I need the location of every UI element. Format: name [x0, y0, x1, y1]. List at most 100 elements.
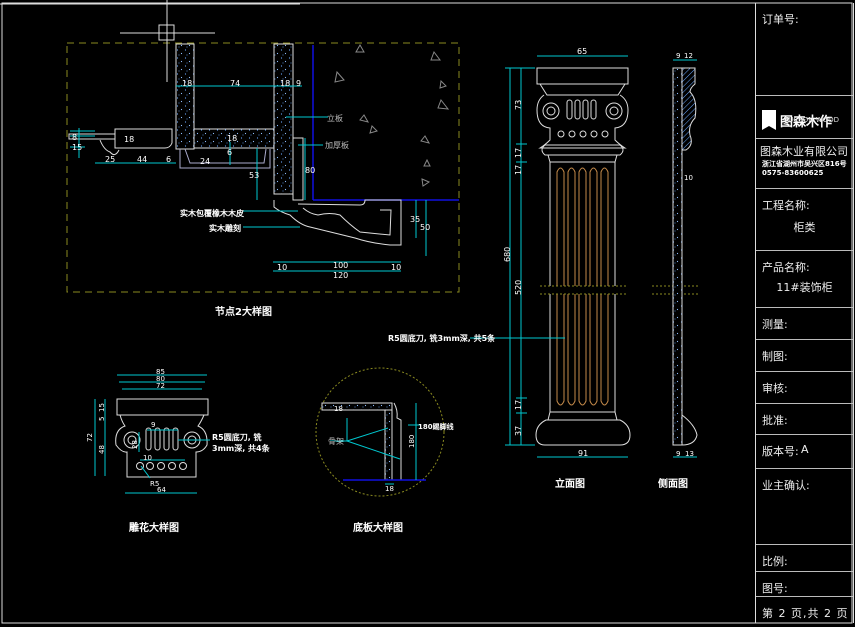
review-cell: 审核:: [756, 372, 853, 404]
dim-text: 15: [72, 143, 82, 152]
project-label: 工程名称:: [762, 199, 810, 212]
dim-text: 35: [410, 215, 420, 224]
dim-text: 10: [684, 174, 693, 182]
version-cell: 版本号: A: [756, 435, 853, 469]
base-detail-title: 底板大样图: [353, 521, 403, 534]
carving-detail-title: 雕花大样图: [129, 521, 179, 534]
dim-text: 520: [514, 280, 523, 295]
label-vertical-board: 立板: [327, 113, 343, 123]
drafter-label: 制图:: [762, 350, 788, 363]
dim-text: 28: [131, 440, 139, 449]
base-top-board: [321, 402, 393, 411]
flute-groove: [567, 167, 576, 406]
dim-text: 80: [305, 166, 315, 175]
dim-text: 8: [72, 133, 77, 142]
side-panel-left: [175, 43, 195, 150]
elevation-dimension-texts: 65 73 17 17 680 520 17 37 91: [503, 47, 588, 458]
review-label: 审核:: [762, 382, 788, 395]
dim-text: 44: [137, 155, 147, 164]
flute-groove: [600, 167, 609, 406]
dim-text: 100: [333, 261, 348, 270]
flute-groove: [578, 167, 587, 406]
dim-text: 6: [166, 155, 171, 164]
side-view-title: 侧面图: [658, 477, 688, 490]
page-cell: 第 2 页,共 2 页: [756, 597, 853, 623]
company-name: 图森木业有限公司: [760, 145, 848, 158]
column-capital: [536, 67, 629, 149]
dim-text: 65: [577, 47, 587, 56]
dim-text: 17: [514, 165, 523, 175]
page-info: 第 2 页,共 2 页: [762, 607, 849, 620]
dim-text: 85: [156, 368, 165, 376]
side-dimension-texts: 9 12 10 9 13: [676, 52, 694, 458]
dim-text: 50: [420, 223, 430, 232]
dim-text: 24: [200, 157, 210, 166]
dim-text: 10: [143, 454, 152, 462]
version-value: A: [801, 443, 809, 456]
dim-text: 13: [685, 450, 694, 458]
drawing-no-cell: 图号:: [756, 572, 853, 597]
dim-text: 18: [227, 134, 237, 143]
carving-dimension-lines: [94, 374, 210, 494]
dim-text: 53: [249, 171, 259, 180]
base-side-board: [384, 409, 393, 481]
skirting-profile: [393, 402, 402, 480]
carving-note-2: 3mm深, 共4条: [212, 443, 271, 453]
left-molding: [68, 128, 173, 156]
product-value: 11#装饰柜: [776, 281, 833, 294]
dim-text: R5: [150, 480, 159, 488]
carving-top-block: [116, 398, 209, 416]
dim-text: 72: [86, 433, 94, 442]
owner-confirm-label: 业主确认:: [762, 479, 810, 492]
label-carving: 实木雕刻: [209, 223, 241, 233]
flute-groove: [556, 167, 565, 406]
measure-label: 测量:: [762, 318, 788, 331]
base-carving-profile: [273, 199, 402, 246]
project-cell: 工程名称: 柜类: [756, 189, 853, 251]
dim-text: 48: [98, 445, 106, 454]
shelf-board: [193, 128, 275, 149]
side-molding-bottom: [681, 413, 698, 446]
side-molding-top: [681, 67, 697, 151]
label-skeleton: 骨架: [328, 437, 344, 446]
dim-text: 18: [280, 79, 290, 88]
dim-text: 120: [333, 271, 348, 280]
label-skirting: 180踢脚线: [418, 422, 454, 431]
dim-text: 180: [408, 435, 416, 448]
carving-body: [115, 414, 208, 478]
side-core: [672, 67, 683, 446]
carving-dimension-texts: 85 80 72 72 15 5 48 28 9 10 R5 64: [86, 368, 166, 494]
dim-text: 9: [676, 450, 680, 458]
shaft-flutes: [556, 167, 609, 406]
product-cell: 产品名称: 11#装饰柜: [756, 251, 853, 308]
dim-text: 72: [156, 382, 165, 390]
logo-text-en: TUCSON WOOD: [784, 116, 840, 124]
thickening-board: [292, 137, 304, 201]
column-base: [535, 411, 631, 446]
dim-text: 73: [514, 100, 523, 110]
scale-label: 比例:: [762, 555, 788, 568]
dim-text: 18: [124, 135, 134, 144]
company-logo: 图森木作: [762, 110, 832, 130]
node-dimension-lines: [70, 85, 427, 272]
dim-text: 18: [182, 79, 192, 88]
project-value: 柜类: [793, 221, 816, 234]
company-address: 浙江省湖州市吴兴区816号: [762, 160, 847, 168]
dim-text: 9: [151, 421, 155, 429]
node-detail-title: 节点2大样图: [215, 305, 272, 318]
drawer-box: [179, 148, 271, 169]
measure-cell: 测量:: [756, 308, 853, 340]
dim-text: 18: [385, 485, 394, 493]
base-dimension-lines: [330, 403, 420, 485]
node-dimension-texts: 18 74 18 9 8 15 18 18 6 25 44 6 24 53 80…: [72, 79, 430, 280]
concrete-texture: [334, 43, 450, 187]
approve-label: 批准:: [762, 414, 788, 427]
carving-note-1: R5圆底刀, 铣: [212, 432, 262, 442]
logo-text-cn: 图森木作: [780, 114, 833, 130]
version-label: 版本号:: [762, 445, 799, 458]
carving-detail: 85 80 72 72 15 5 48 28 9 10 R5 64 R5圆底刀,…: [86, 368, 271, 534]
dim-text: 15: [98, 403, 106, 412]
dim-text: 9: [296, 79, 301, 88]
order-no-label: 订单号:: [762, 13, 799, 26]
